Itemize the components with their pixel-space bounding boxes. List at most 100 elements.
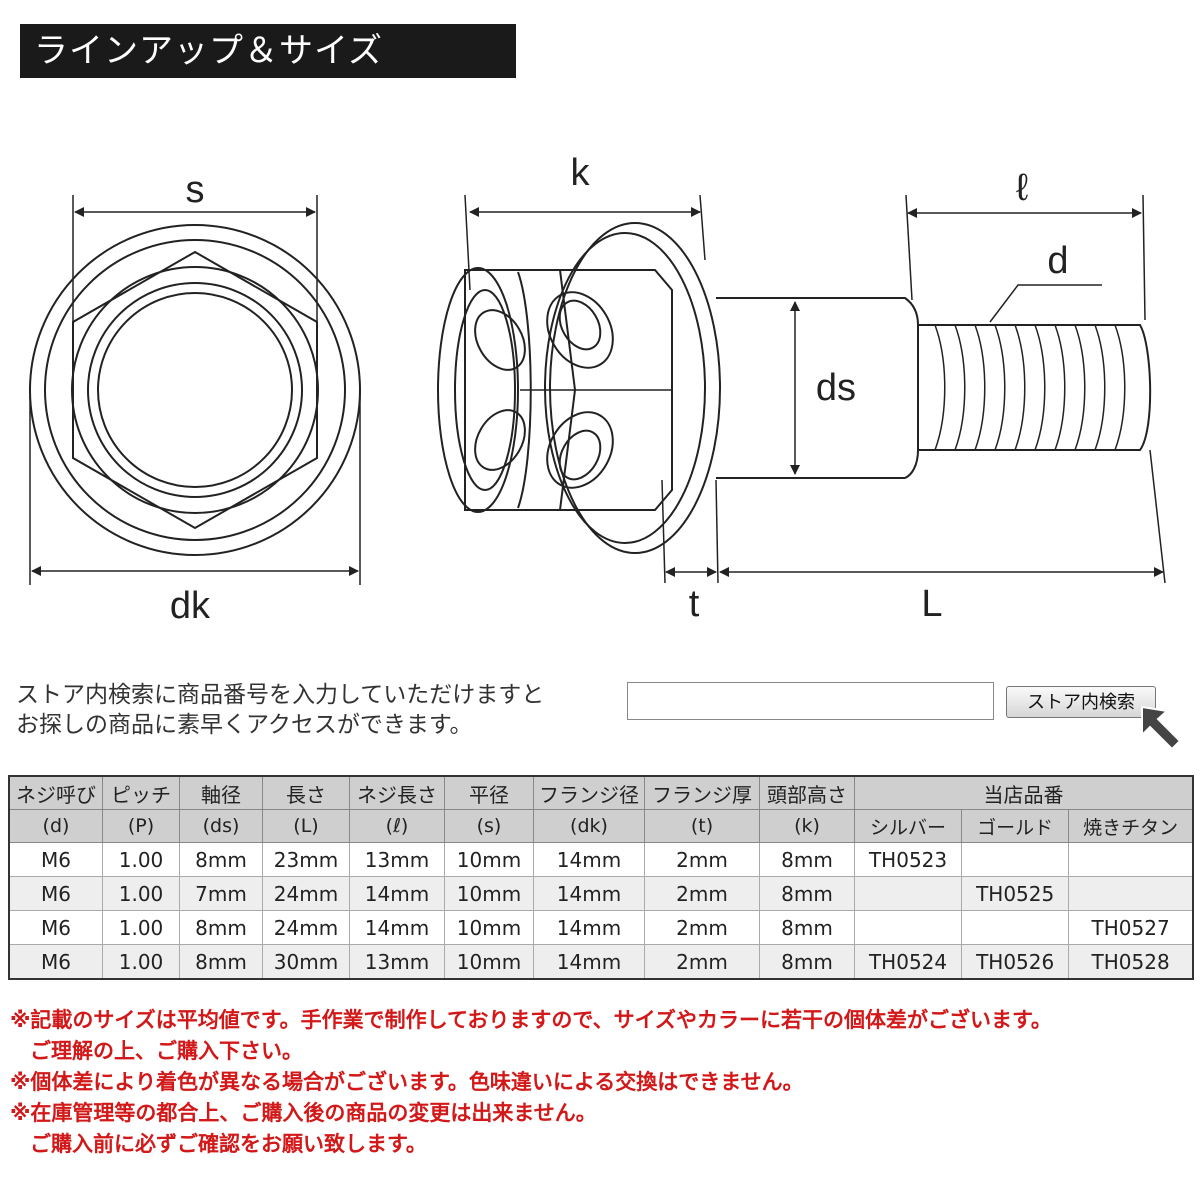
note-line: ご理解の上、ご購入下さい。 <box>30 1039 303 1063</box>
column-subheader: シルバー <box>853 809 963 843</box>
label-t: t <box>689 583 700 625</box>
table-cell: 10mm <box>444 910 534 945</box>
table-cell <box>1068 876 1194 911</box>
label-ds: ds <box>816 367 856 409</box>
table-cell <box>961 842 1070 877</box>
table-cell: 24mm <box>262 876 350 911</box>
column-subheader: (ℓ) <box>349 809 445 843</box>
table-header-row: ネジ呼びピッチ軸径長さネジ長さ平径フランジ径フランジ厚頭部高さ当店品番 <box>8 775 1194 810</box>
table-cell: M6 <box>8 876 103 911</box>
table-cell: 8mm <box>179 910 263 945</box>
table-cell: 1.00 <box>102 944 180 980</box>
store-search-input[interactable] <box>627 682 994 720</box>
table-cell: 14mm <box>533 876 645 911</box>
table-cell: 2mm <box>644 910 760 945</box>
notes: ※記載のサイズは平均値です。手作業で制作しておりますので、サイズやカラーに若干の… <box>10 1005 1052 1160</box>
table-cell: 14mm <box>533 842 645 877</box>
search-instruction-line1: ストア内検索に商品番号を入力していただけますと <box>16 682 545 708</box>
table-cell: 1.00 <box>102 910 180 945</box>
table-cell: 2mm <box>644 876 760 911</box>
table-cell <box>853 910 963 945</box>
column-group-header: 当店品番 <box>854 775 1194 810</box>
column-header: フランジ厚 <box>644 775 760 810</box>
search-instruction-line2: お探しの商品に素早くアクセスができます。 <box>16 712 473 738</box>
table-cell: 1.00 <box>102 842 180 877</box>
column-subheader: (L) <box>262 809 350 843</box>
column-subheader: (d) <box>8 809 103 843</box>
column-header: ネジ呼び <box>8 775 103 810</box>
table-cell <box>961 910 1070 945</box>
table-cell: 8mm <box>179 842 263 877</box>
table-cell: M6 <box>8 910 103 945</box>
table-cell: TH0525 <box>961 876 1070 911</box>
note-line: ご購入前に必ずご確認をお願い致します。 <box>30 1132 427 1156</box>
table-cell: 1.00 <box>102 876 180 911</box>
table-cell: 2mm <box>644 944 760 980</box>
table-cell: 24mm <box>262 910 350 945</box>
note-line: ※在庫管理等の都合上、ご購入後の商品の変更は出来ません。 <box>10 1101 597 1125</box>
label-ell: ℓ <box>1016 167 1028 209</box>
column-header: 平径 <box>444 775 534 810</box>
table-cell: M6 <box>8 944 103 980</box>
pointer-cursor-icon <box>1141 705 1182 751</box>
store-search-button[interactable]: ストア内検索 <box>1006 686 1156 718</box>
column-subheader: (P) <box>102 809 180 843</box>
label-L: L <box>921 583 942 625</box>
column-header: 長さ <box>262 775 350 810</box>
table-cell: M6 <box>8 842 103 877</box>
table-cell: TH0524 <box>853 944 963 980</box>
column-subheader: 焼きチタン <box>1068 809 1194 843</box>
table-cell: TH0526 <box>961 944 1070 980</box>
table-cell: 2mm <box>644 842 760 877</box>
column-header: 頭部高さ <box>759 775 855 810</box>
table-cell: 14mm <box>533 910 645 945</box>
table-cell: 13mm <box>349 944 445 980</box>
table-cell: 10mm <box>444 876 534 911</box>
table-cell: 14mm <box>349 876 445 911</box>
page-title: ラインアップ＆サイズ <box>20 24 516 78</box>
table-cell: 13mm <box>349 842 445 877</box>
column-header: 軸径 <box>179 775 263 810</box>
column-header: フランジ径 <box>533 775 645 810</box>
label-k: k <box>571 152 591 194</box>
label-s: s <box>186 169 205 211</box>
label-dk: dk <box>170 585 211 627</box>
table-cell: 8mm <box>759 910 855 945</box>
spec-table: ネジ呼びピッチ軸径長さネジ長さ平径フランジ径フランジ厚頭部高さ当店品番 (d)(… <box>8 775 1194 980</box>
side-view-bolt <box>437 222 1152 554</box>
table-cell: 14mm <box>349 910 445 945</box>
table-cell: 8mm <box>179 944 263 980</box>
column-header: ピッチ <box>102 775 180 810</box>
column-subheader: (s) <box>444 809 534 843</box>
column-subheader: (ds) <box>179 809 263 843</box>
table-cell: 10mm <box>444 944 534 980</box>
column-subheader: (t) <box>644 809 760 843</box>
column-subheader: ゴールド <box>961 809 1070 843</box>
search-instruction: ストア内検索に商品番号を入力していただけますと お探しの商品に素早くアクセスがで… <box>16 680 544 740</box>
table-cell: TH0527 <box>1068 910 1194 945</box>
column-subheader: (k) <box>759 809 855 843</box>
table-cell: 7mm <box>179 876 263 911</box>
table-cell: 8mm <box>759 876 855 911</box>
table-cell: 10mm <box>444 842 534 877</box>
table-cell <box>853 876 963 911</box>
table-cell: 23mm <box>262 842 350 877</box>
table-cell: 30mm <box>262 944 350 980</box>
column-header: ネジ長さ <box>349 775 445 810</box>
table-cell <box>1068 842 1194 877</box>
table-cell: 8mm <box>759 842 855 877</box>
table-cell: TH0528 <box>1068 944 1194 980</box>
note-line: ※個体差により着色が異なる場合がございます。色味違いによる交換はできません。 <box>10 1070 804 1094</box>
table-cell: 8mm <box>759 944 855 980</box>
bolt-dimension-diagram: s dk k ℓ d ds t L <box>29 152 1166 627</box>
table-cell: TH0523 <box>853 842 963 877</box>
table-cell: 14mm <box>533 944 645 980</box>
front-view-bolt-head <box>29 224 361 556</box>
table-header-row: (d)(P)(ds)(L)(ℓ)(s)(dk)(t)(k)シルバーゴールド焼きチ… <box>8 809 1194 843</box>
label-d: d <box>1047 240 1068 282</box>
column-subheader: (dk) <box>533 809 645 843</box>
